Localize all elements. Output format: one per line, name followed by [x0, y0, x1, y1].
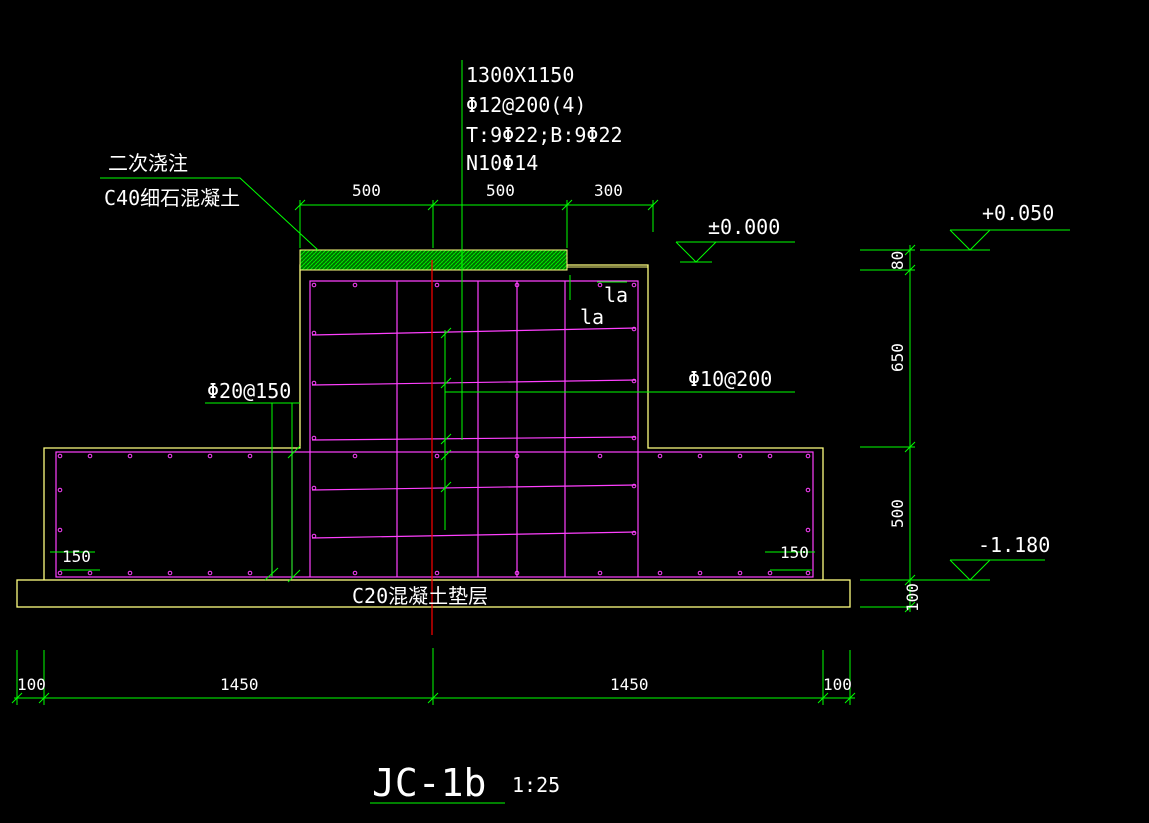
- grout-note-line-1: 二次浇注: [108, 151, 188, 175]
- label-anchor-1: la: [604, 283, 628, 307]
- spec-block: 1300X1150 Φ12@200(4) T:9Φ22;B:9Φ22 N10Φ1…: [466, 63, 623, 175]
- dim-bottom-2: 1450: [220, 675, 259, 694]
- label-rebar-mesh: Φ10@200: [688, 367, 772, 391]
- foundation-outline: [16, 264, 851, 608]
- dim-bottom-4: 100: [823, 675, 852, 694]
- dim-right-3: 500: [888, 499, 907, 528]
- rebar-cage: [55, 280, 814, 578]
- spec-line-1: 1300X1150: [466, 63, 574, 87]
- footing-outline: [43, 264, 824, 580]
- drawing-title: JC-1b: [372, 761, 486, 805]
- label-rebar-side: Φ20@150: [207, 379, 291, 403]
- elevation-top: +0.050: [982, 201, 1054, 225]
- spec-line-2: Φ12@200(4): [466, 93, 586, 117]
- label-cover-right: 150: [780, 543, 809, 562]
- grout-layer: [299, 249, 568, 271]
- drawing-scale: 1:25: [512, 773, 560, 797]
- spec-line-3: T:9Φ22;B:9Φ22: [466, 123, 623, 147]
- dim-top-2: 500: [486, 181, 515, 200]
- dimension-lines: [11, 60, 1070, 804]
- label-pad: C20混凝土垫层: [352, 584, 488, 608]
- concrete-pad: [16, 579, 851, 608]
- dim-bottom-1: 100: [17, 675, 46, 694]
- label-anchor-2: la: [580, 305, 604, 329]
- dim-right-2: 650: [888, 343, 907, 372]
- dim-top-1: 500: [352, 181, 381, 200]
- rebar-dots: [57, 282, 811, 576]
- grout-note-line-2: C40细石混凝土: [104, 186, 240, 210]
- dim-top-3: 300: [594, 181, 623, 200]
- dim-right-4: 100: [903, 583, 922, 612]
- dim-bottom-3: 1450: [610, 675, 649, 694]
- dim-right-1: 80: [888, 251, 907, 270]
- elevation-bottom: -1.180: [978, 533, 1050, 557]
- spec-line-4: N10Φ14: [466, 151, 538, 175]
- label-cover-left: 150: [62, 547, 91, 566]
- elevation-ground: ±0.000: [708, 215, 780, 239]
